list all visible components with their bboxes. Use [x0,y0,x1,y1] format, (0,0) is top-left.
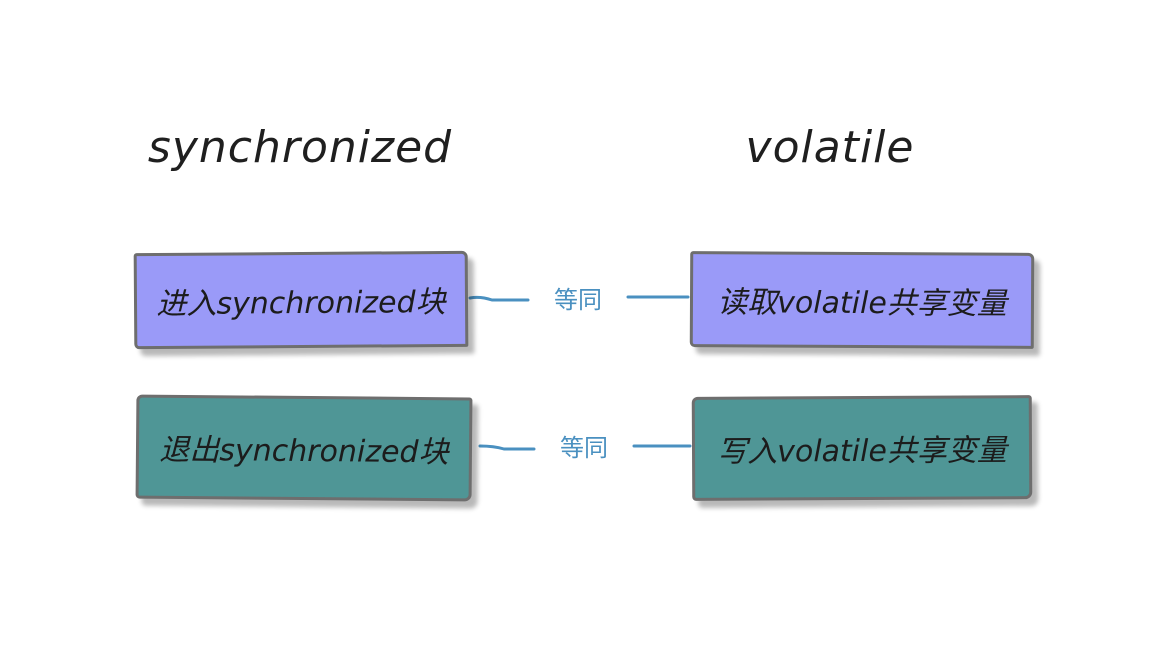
synchronized-heading: synchronized [147,122,453,173]
read-volatile-block: 读取volatile共享变量 [689,251,1035,349]
write-volatile-block: 写入volatile共享变量 [691,395,1033,501]
enter-synchronized-block: 进入synchronized块 [133,250,469,350]
connector-line-row2-left [478,444,536,451]
write-volatile-label: 写入volatile共享变量 [717,433,1007,470]
volatile-heading: volatile [745,122,915,173]
equivalent-label-row1: 等同 [554,286,602,314]
enter-synchronized-label: 进入synchronized块 [156,284,446,323]
connector-line-row1-left [468,295,530,302]
equivalent-label-row2: 等同 [560,434,608,462]
exit-synchronized-block: 退出synchronized块 [135,394,473,502]
read-volatile-label: 读取volatile共享变量 [717,285,1007,322]
exit-synchronized-label: 退出synchronized块 [159,432,449,471]
